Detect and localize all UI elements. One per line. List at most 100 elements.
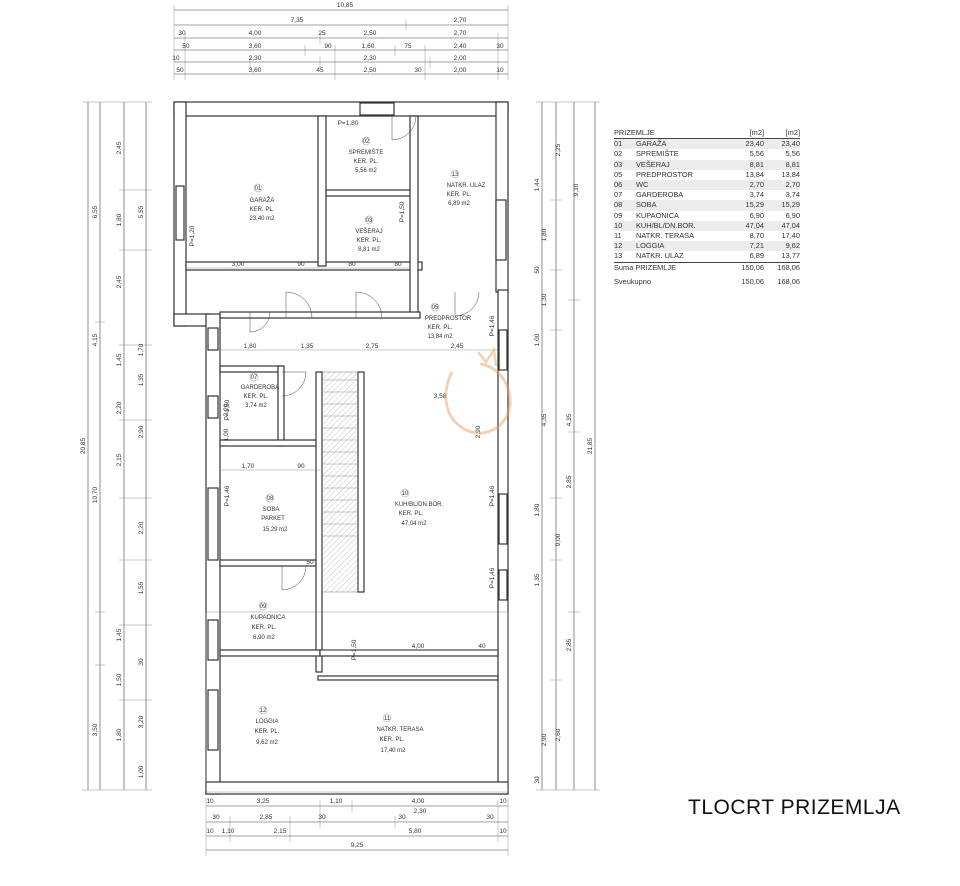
dim-left3-1: 1,80: [116, 213, 123, 226]
dim-right3-1: 1,80: [541, 228, 548, 241]
room-kupaonica-no: 09: [260, 604, 267, 610]
dim-right4-0: 1,44: [534, 178, 541, 191]
dim-top4-2: 90: [324, 43, 332, 50]
table-cell-a: 6,90: [749, 210, 764, 220]
right-dimension-chains: 21,85 9,10 4,35 2,85 2,85 2,25 1,80 1,30…: [534, 101, 600, 791]
room-veseraj-finish: KER. PL.: [357, 238, 382, 244]
room-soba-finish: PARKET: [261, 516, 285, 522]
staircase: [322, 379, 358, 537]
dim-bottom1-0: 10: [206, 798, 214, 805]
room-veseraj-no: 03: [366, 218, 373, 224]
room-garaza: 01 GARAŽA KER. PL. 23,40 m2: [249, 183, 275, 222]
room-ulaz: 13 NATKR. ULAZ KER. PL. 6,89 m2: [447, 169, 486, 207]
dim-left4-2: 1,35: [138, 373, 145, 386]
dim-bottom3-4: 10: [499, 828, 507, 835]
room-garderoba-finish: KER. PL.: [244, 394, 269, 400]
room-garaza-name: GARAŽA: [250, 196, 275, 204]
top-dimension-chains: 10,85 7,35 2,70 30 4,00 25 2,50 2,70 50 …: [172, 2, 509, 80]
dim-left3-8: 1,80: [116, 728, 123, 741]
dim-top3-4: 2,70: [454, 30, 467, 37]
opening-3: P=1,46: [489, 485, 496, 506]
room-spremiste: 02 SPREMIŠTE KER. PL. 5,56 m2: [349, 136, 383, 174]
table-cell-a: 8,70: [749, 230, 764, 240]
dim-inner-11: 4,00: [412, 643, 425, 650]
room-soba: 08 SOBA PARKET 15,29 m2: [261, 493, 288, 533]
table-cell-a: 13,84: [745, 169, 765, 179]
dim-inner-1: 90: [297, 261, 305, 268]
dim-left4-3: 2,90: [138, 425, 145, 438]
dim-top6-4: 30: [414, 67, 422, 74]
dim-top5-2: 2,30: [364, 55, 377, 62]
table-cell-name: NATKR. ULAZ: [636, 251, 684, 261]
dim-top3-2: 25: [318, 30, 326, 37]
room-predprostor-name: PREDPROSTOR: [425, 316, 472, 322]
table-cell-no: 03: [614, 159, 623, 169]
dim-right4-3: 1,80: [534, 503, 541, 516]
table-cell-no: 10: [614, 220, 623, 230]
dim-top2-1: 2,70: [454, 17, 467, 24]
dim-bottom1-3: 4,00: [412, 798, 425, 805]
dim-left4-5: 1,55: [138, 581, 145, 594]
table-cell-name: SPREMIŠTE: [636, 149, 679, 159]
table-cell-no: 01: [614, 139, 623, 149]
dim-right4-1: 50: [534, 266, 541, 274]
room-kuhinja: 10 KUH/BL/DN.BOR. KER. PL. 47,04 m2: [395, 488, 444, 527]
table-cell-name: VEŠERAJ: [636, 159, 670, 169]
table-cell-name: KUH/BL/DN.BOR.: [636, 220, 696, 230]
table-cell-b: 15,29: [781, 200, 801, 210]
dim-right2-2: 2,85: [566, 475, 573, 488]
dim-right4-6: 30: [534, 776, 541, 784]
dim-top3-0: 30: [178, 30, 186, 37]
dim-inner-8: 1,70: [242, 463, 255, 470]
dim-top4-4: 75: [404, 43, 412, 50]
area-table-heading: PRIZEMLJE: [614, 128, 655, 137]
dim-bottom1-2: 1,10: [330, 798, 343, 805]
interior-dimensions: 3,00 90 80 80 1,80 1,35 2,75 2,45 1,70 9…: [186, 261, 498, 651]
dim-right1-0: 21,85: [587, 437, 594, 454]
table-cell-b: 8,81: [785, 159, 800, 169]
dim-bottom3-2: 2,15: [274, 828, 287, 835]
room-ulaz-finish: KER. PL.: [447, 192, 472, 198]
room-spremiste-no: 02: [363, 139, 370, 145]
room-terasa: 11 NATKR. TERASA KER. PL. 17,40 m2: [376, 713, 424, 754]
dim-bottom3-1: 1,10: [222, 828, 235, 835]
room-kuhinja-name: KUH/BL/DN.BOR.: [395, 502, 444, 508]
dim-left2-2: 10,70: [92, 486, 99, 503]
dim-top4-0: 50: [182, 43, 190, 50]
table-cell-a: 6,89: [749, 251, 764, 261]
room-garderoba-name: GARDEROBA: [241, 385, 279, 391]
left-dimension-chains: 20,85 6,55 4,15 10,70 3,50 2,45 1,80 2,4…: [80, 101, 152, 791]
room-kupaonica-name: KUPAONICA: [251, 615, 286, 621]
room-soba-no: 08: [267, 496, 274, 502]
dim-left3-0: 2,45: [116, 141, 123, 154]
dim-top1-0: 10,85: [337, 2, 354, 9]
room-spremiste-area: 5,56 m2: [355, 168, 377, 174]
table-cell-b: 23,40: [781, 139, 801, 149]
table-cell-b: 2,70: [785, 179, 800, 189]
dim-inner-16: 1,00: [223, 428, 230, 441]
area-table-sum-row: Suma PRIZEMLJE 150,06 168,06: [614, 262, 800, 273]
area-table-unit-b: [m2]: [785, 128, 800, 137]
dim-left2-0: 6,55: [92, 205, 99, 218]
room-garaza-no: 01: [255, 186, 262, 192]
dim-left4-4: 2,20: [138, 521, 145, 534]
room-garaza-area: 23,40 m2: [249, 216, 275, 222]
room-kuhinja-finish: KER. PL.: [399, 511, 424, 517]
dim-inner-7: 2,45: [451, 343, 464, 350]
dim-right2-1: 4,35: [566, 413, 573, 426]
room-kuhinja-no: 10: [402, 491, 409, 497]
room-soba-name: SOBA: [263, 507, 280, 513]
table-cell-b: 9,62: [785, 241, 800, 251]
area-table-total-label: Sveukupno: [614, 276, 651, 286]
table-cell-no: 05: [614, 169, 623, 179]
room-ulaz-area: 6,89 m2: [448, 201, 470, 207]
opening-2: P=1,46: [489, 315, 496, 336]
dim-bottom3-0: 10: [206, 828, 214, 835]
dim-left4-6: 30: [138, 658, 145, 666]
room-garderoba-no: 07: [251, 375, 258, 381]
